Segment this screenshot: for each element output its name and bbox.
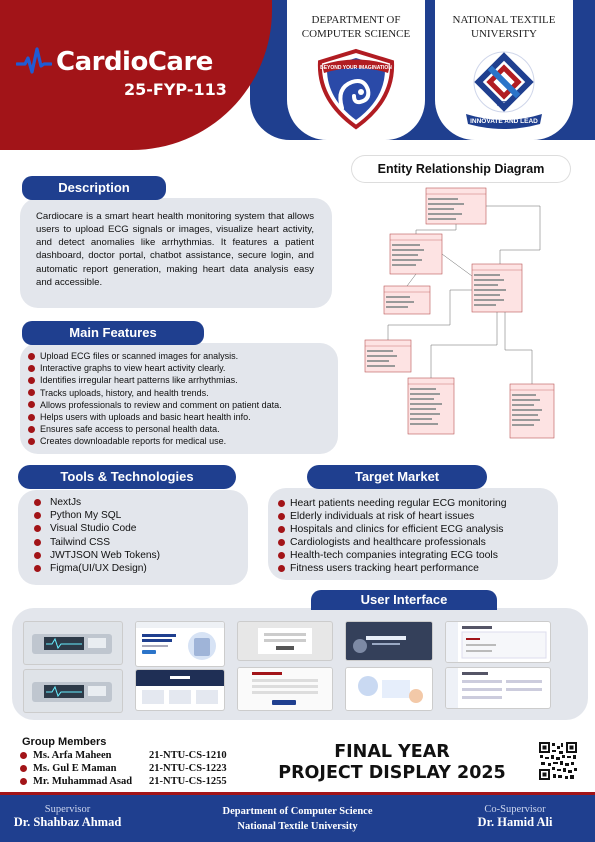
member-name: Mr. Muhammad Asad xyxy=(33,776,133,787)
list-item: Elderly individuals at risk of heart iss… xyxy=(278,510,507,523)
bullet-icon xyxy=(20,765,27,772)
list-item: NextJs xyxy=(34,496,160,509)
university-name: National Textile University xyxy=(237,821,358,832)
cosupervisor-block: Co-Supervisor Dr. Hamid Ali xyxy=(455,804,575,830)
about-page-mock xyxy=(136,670,224,704)
department-name: Department of Computer Science xyxy=(222,806,373,817)
doctor-illustration xyxy=(346,668,432,710)
member-row: Ms. Arfa Maheen 21-NTU-CS-1210 xyxy=(20,749,227,762)
group-members-heading: Group Members xyxy=(22,736,107,748)
footer: Supervisor Dr. Shahbaz Ahmad Department … xyxy=(0,792,595,842)
list-item: Tailwind CSS xyxy=(34,536,160,549)
ecg-device-illustration xyxy=(32,634,112,654)
ui-screenshot-illustration xyxy=(346,668,432,710)
erd-heading: Entity Relationship Diagram xyxy=(352,156,570,182)
ecg-device-illustration xyxy=(32,682,112,702)
heartbeat-icon xyxy=(16,47,52,74)
bullet-icon xyxy=(20,778,27,785)
list-item: Figma(UI/UX Design) xyxy=(34,562,160,575)
cosupervisor-label: Co-Supervisor xyxy=(484,804,546,815)
member-roll: 21-NTU-CS-1223 xyxy=(149,763,227,774)
brand-name: CardioCare xyxy=(56,47,213,77)
ui-screenshot-assistant xyxy=(346,622,432,660)
qr-code-icon[interactable] xyxy=(538,741,578,781)
market-heading: Target Market xyxy=(307,465,487,489)
ui-screenshot-patient-form xyxy=(238,668,332,710)
supervisor-name: Dr. Shahbaz Ahmad xyxy=(13,815,122,829)
member-roll: 21-NTU-CS-1255 xyxy=(149,776,227,787)
market-list: Heart patients needing regular ECG monit… xyxy=(278,497,507,576)
svg-text:NTU: NTU xyxy=(497,101,511,108)
project-code: 25-FYP-113 xyxy=(124,80,227,99)
list-item: Health-tech companies integrating ECG to… xyxy=(278,549,507,562)
list-item: Heart patients needing regular ECG monit… xyxy=(278,497,507,510)
list-item: JWTJSON Web Tokens) xyxy=(34,549,160,562)
ui-screenshot-login xyxy=(238,622,332,660)
supervisor-label: Supervisor xyxy=(44,804,91,815)
features-panel xyxy=(20,343,338,454)
brand: CardioCare xyxy=(16,44,213,80)
list-item: Allows professionals to review and comme… xyxy=(28,399,282,411)
ui-screenshot-about xyxy=(136,670,224,710)
department-logo-card: DEPARTMENT OF COMPUTER SCIENCE BEYOND YO… xyxy=(287,0,425,140)
login-page-mock xyxy=(258,628,312,654)
member-row: Mr. Muhammad Asad 21-NTU-CS-1255 xyxy=(20,775,227,788)
tools-panel xyxy=(18,490,248,585)
ui-screenshot-dashboard-2 xyxy=(446,668,550,708)
list-item: Creates downloadable reports for medical… xyxy=(28,435,282,447)
features-list: Upload ECG files or scanned images for a… xyxy=(28,350,282,448)
member-name: Ms. Gul E Maman xyxy=(33,763,117,774)
svg-text:BEYOND YOUR IMAGINATION: BEYOND YOUR IMAGINATION xyxy=(320,65,392,71)
list-item: Python My SQL xyxy=(34,509,160,522)
tools-list: NextJs Python My SQL Visual Studio Code … xyxy=(34,496,160,575)
list-item: Fitness users tracking heart performance xyxy=(278,562,507,575)
list-item: Interactive graphs to view heart activit… xyxy=(28,362,282,374)
member-name: Ms. Arfa Maheen xyxy=(33,750,112,761)
final-line-1: FINAL YEAR xyxy=(334,742,450,762)
ui-heading: User Interface xyxy=(311,590,497,610)
list-item: Helps users with uploads and basic heart… xyxy=(28,411,282,423)
list-item: Identifies irregular heart patterns like… xyxy=(28,374,282,386)
supervisor-block: Supervisor Dr. Shahbaz Ahmad xyxy=(0,804,135,830)
ui-screenshot-ecg-device-1 xyxy=(24,622,122,664)
features-heading: Main Features xyxy=(22,321,204,345)
list-item: Cardiologists and healthcare professiona… xyxy=(278,536,507,549)
ui-screenshot-ecg-device-2 xyxy=(24,670,122,712)
cosupervisor-name: Dr. Hamid Ali xyxy=(477,815,553,829)
erd-diagram xyxy=(364,187,555,439)
landing-page-mock xyxy=(136,622,224,660)
market-panel xyxy=(268,488,558,580)
ntu-logo-title: NATIONAL TEXTILE UNIVERSITY xyxy=(452,14,556,40)
group-members-list: Ms. Arfa Maheen 21-NTU-CS-1210 Ms. Gul E… xyxy=(20,749,227,788)
final-line-2: PROJECT DISPLAY 2025 xyxy=(278,763,506,783)
dashboard-mock xyxy=(446,622,547,662)
department-logo-title: DEPARTMENT OF COMPUTER SCIENCE xyxy=(301,14,411,40)
settings-mock xyxy=(446,668,542,708)
list-item: Tracks uploads, history, and health tren… xyxy=(28,387,282,399)
department-block: Department of Computer Science National … xyxy=(190,804,405,834)
ui-screenshot-landing xyxy=(136,622,224,666)
list-item: Hospitals and clinics for efficient ECG … xyxy=(278,523,507,536)
tools-heading: Tools & Technologies xyxy=(18,465,236,489)
list-item: Ensures safe access to personal health d… xyxy=(28,423,282,435)
final-year-banner: FINAL YEAR PROJECT DISPLAY 2025 xyxy=(262,742,522,784)
department-crest-icon: BEYOND YOUR IMAGINATION xyxy=(317,48,395,129)
description-text: Cardiocare is a smart heart health monit… xyxy=(36,211,314,288)
member-roll: 21-NTU-CS-1210 xyxy=(149,750,227,761)
svg-text:INNOVATE AND LEAD: INNOVATE AND LEAD xyxy=(470,118,538,125)
member-row: Ms. Gul E Maman 21-NTU-CS-1223 xyxy=(20,762,227,775)
bullet-icon xyxy=(20,752,27,759)
assistant-page-mock xyxy=(346,622,432,660)
description-panel xyxy=(20,198,332,308)
ui-screenshot-dashboard-1 xyxy=(446,622,550,662)
patient-form-mock xyxy=(238,668,332,710)
list-item: Visual Studio Code xyxy=(34,522,160,535)
description-heading: Description xyxy=(22,176,166,200)
list-item: Upload ECG files or scanned images for a… xyxy=(28,350,282,362)
ntu-emblem-icon: NTU INNOVATE AND LEAD xyxy=(466,51,542,129)
ntu-logo-card: NATIONAL TEXTILE UNIVERSITY NTU INNOVATE… xyxy=(435,0,573,140)
